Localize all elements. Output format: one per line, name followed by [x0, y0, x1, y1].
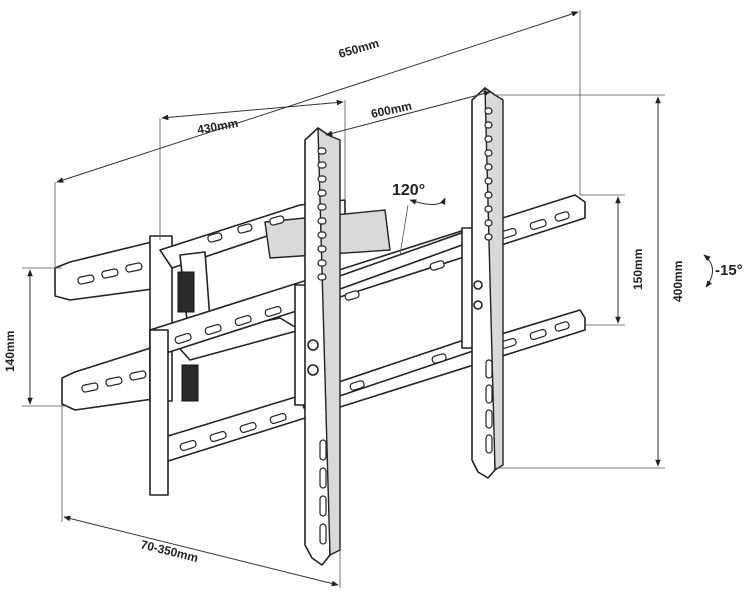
tilt-indicator: -15°	[703, 254, 743, 288]
dim-label-extension: 70-350mm	[139, 537, 199, 565]
dim-label-150: 150mm	[631, 249, 645, 290]
dim-label-140: 140mm	[3, 331, 17, 372]
dim-label-650: 650mm	[337, 36, 381, 61]
wall-plate-slots	[77, 262, 147, 393]
dim-label-400: 400mm	[671, 261, 685, 302]
dim-label-tilt: -15°	[715, 262, 743, 279]
arm-slots	[207, 215, 285, 243]
rail-slots	[174, 211, 570, 452]
dim-label-430: 430mm	[196, 116, 239, 137]
dimension-hole-width: 600mm	[325, 90, 491, 137]
right-vertical-bracket	[471, 87, 504, 479]
dimension-wall-plate-height: 140mm	[3, 267, 68, 407]
dim-label-120: 120°	[392, 182, 425, 199]
dimension-overall-height: 400mm	[495, 94, 685, 469]
swivel-indicator: 120°	[392, 182, 446, 256]
left-vertical-bracket	[304, 127, 341, 566]
dimension-vertical-holes: 150mm	[580, 194, 645, 326]
articulating-arms	[159, 199, 391, 402]
